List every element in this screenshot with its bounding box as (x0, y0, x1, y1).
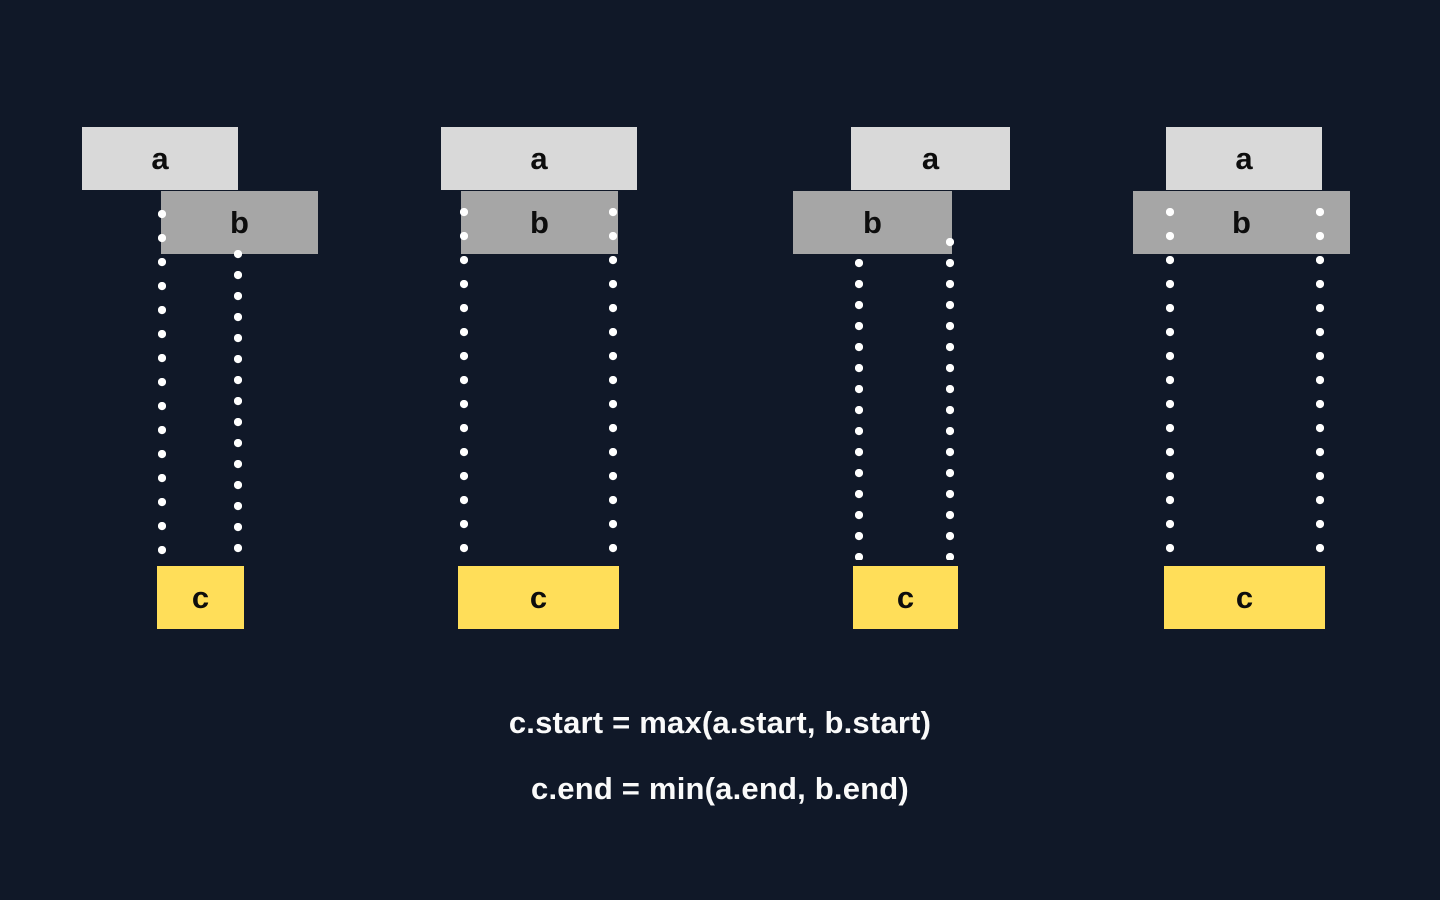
interval-b-bar: b (461, 191, 618, 254)
intersection-c-bar: c (157, 566, 244, 629)
formula-c-end: c.end = min(a.end, b.end) (531, 771, 909, 806)
interval-a-label: a (1235, 141, 1253, 176)
interval-a-label: a (921, 141, 940, 176)
overlap-end-dotted-line (946, 238, 954, 560)
overlap-start-dotted-line (855, 259, 863, 560)
formula-c-start: c.start = max(a.start, b.start) (508, 705, 932, 740)
overlap-start-dotted-line (460, 208, 468, 560)
interval-a-bar: a (1166, 127, 1322, 190)
interval-b-label: b (230, 205, 249, 240)
intersection-c-label: c (191, 580, 210, 615)
interval-b-label: b (863, 205, 882, 240)
overlap-start-dotted-line (158, 210, 166, 560)
overlap-end-dotted-line (609, 208, 617, 560)
interval-a-bar: a (851, 127, 1010, 190)
interval-b-bar: b (1133, 191, 1350, 254)
interval-a-bar: a (82, 127, 238, 190)
interval-b-bar: b (793, 191, 952, 254)
formula-block: c.start = max(a.start, b.start) c.end = … (0, 703, 1440, 835)
overlap-end-dotted-line (1316, 208, 1324, 560)
intersection-c-label: c (1235, 580, 1254, 615)
intersection-c-bar: c (853, 566, 958, 629)
overlap-start-dotted-line (1166, 208, 1174, 560)
interval-a-label: a (530, 141, 548, 176)
intersection-c-label: c (896, 580, 915, 615)
interval-b-label: b (530, 205, 549, 240)
interval-b-label: b (1232, 205, 1251, 240)
intersection-c-bar: c (1164, 566, 1325, 629)
interval-a-bar: a (441, 127, 637, 190)
intersection-c-bar: c (458, 566, 619, 629)
overlap-end-dotted-line (234, 250, 242, 560)
intersection-c-label: c (529, 580, 548, 615)
interval-a-label: a (151, 141, 169, 176)
interval-b-bar: b (161, 191, 318, 254)
